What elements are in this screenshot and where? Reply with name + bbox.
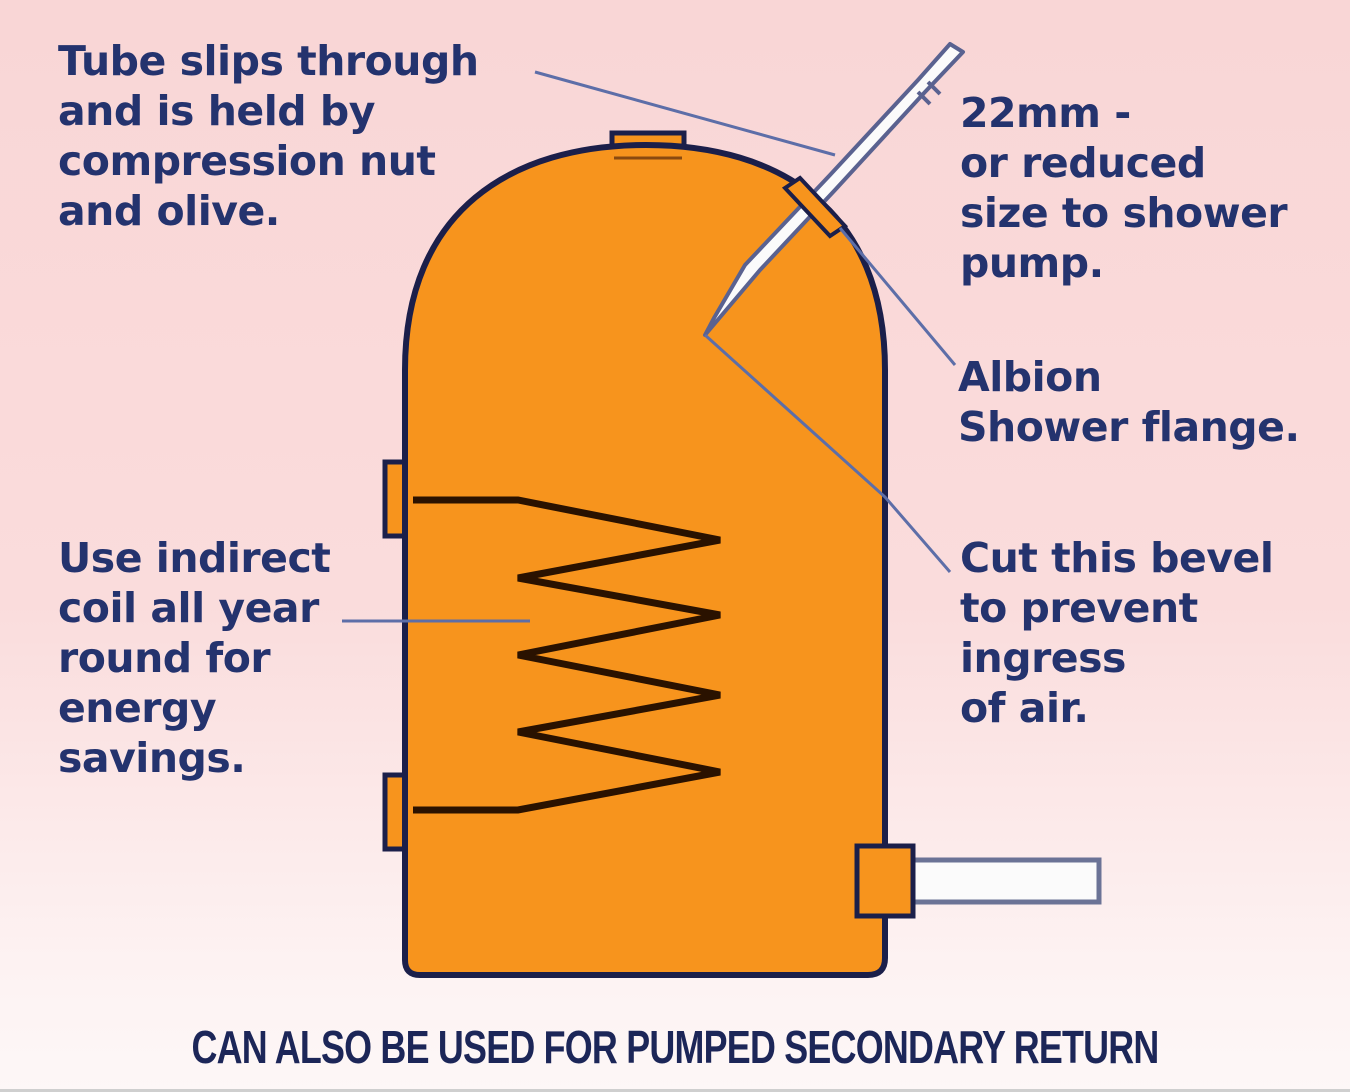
- flange-label: Albion Shower flange.: [958, 353, 1300, 451]
- tube-slips-label: Tube slips through and is held by compre…: [58, 37, 479, 235]
- side-outlet-pipe: [910, 857, 1102, 905]
- tube-slips-leader: [534, 70, 836, 157]
- bottom-divider: [0, 1089, 1350, 1092]
- hot-water-cylinder: [402, 141, 888, 978]
- compression-nut-mark: [916, 90, 932, 106]
- leader-lines: [342, 70, 957, 623]
- pipe-size-label: 22mm - or reduced size to shower pump.: [960, 89, 1288, 287]
- shower-tube: [703, 42, 965, 337]
- coil-label: Use indirect coil all year round for ene…: [58, 534, 331, 782]
- indirect-coil: [413, 496, 721, 814]
- olive-mark: [926, 80, 942, 96]
- side-outlet-boss: [854, 843, 916, 919]
- footer-caption: CAN ALSO BE USED FOR PUMPED SECONDARY RE…: [191, 1021, 1159, 1073]
- flange-leader: [838, 227, 957, 366]
- shower-flange: [781, 175, 849, 239]
- bevel-label: Cut this bevel to prevent ingress of air…: [960, 534, 1274, 732]
- bevel-leader: [703, 333, 952, 573]
